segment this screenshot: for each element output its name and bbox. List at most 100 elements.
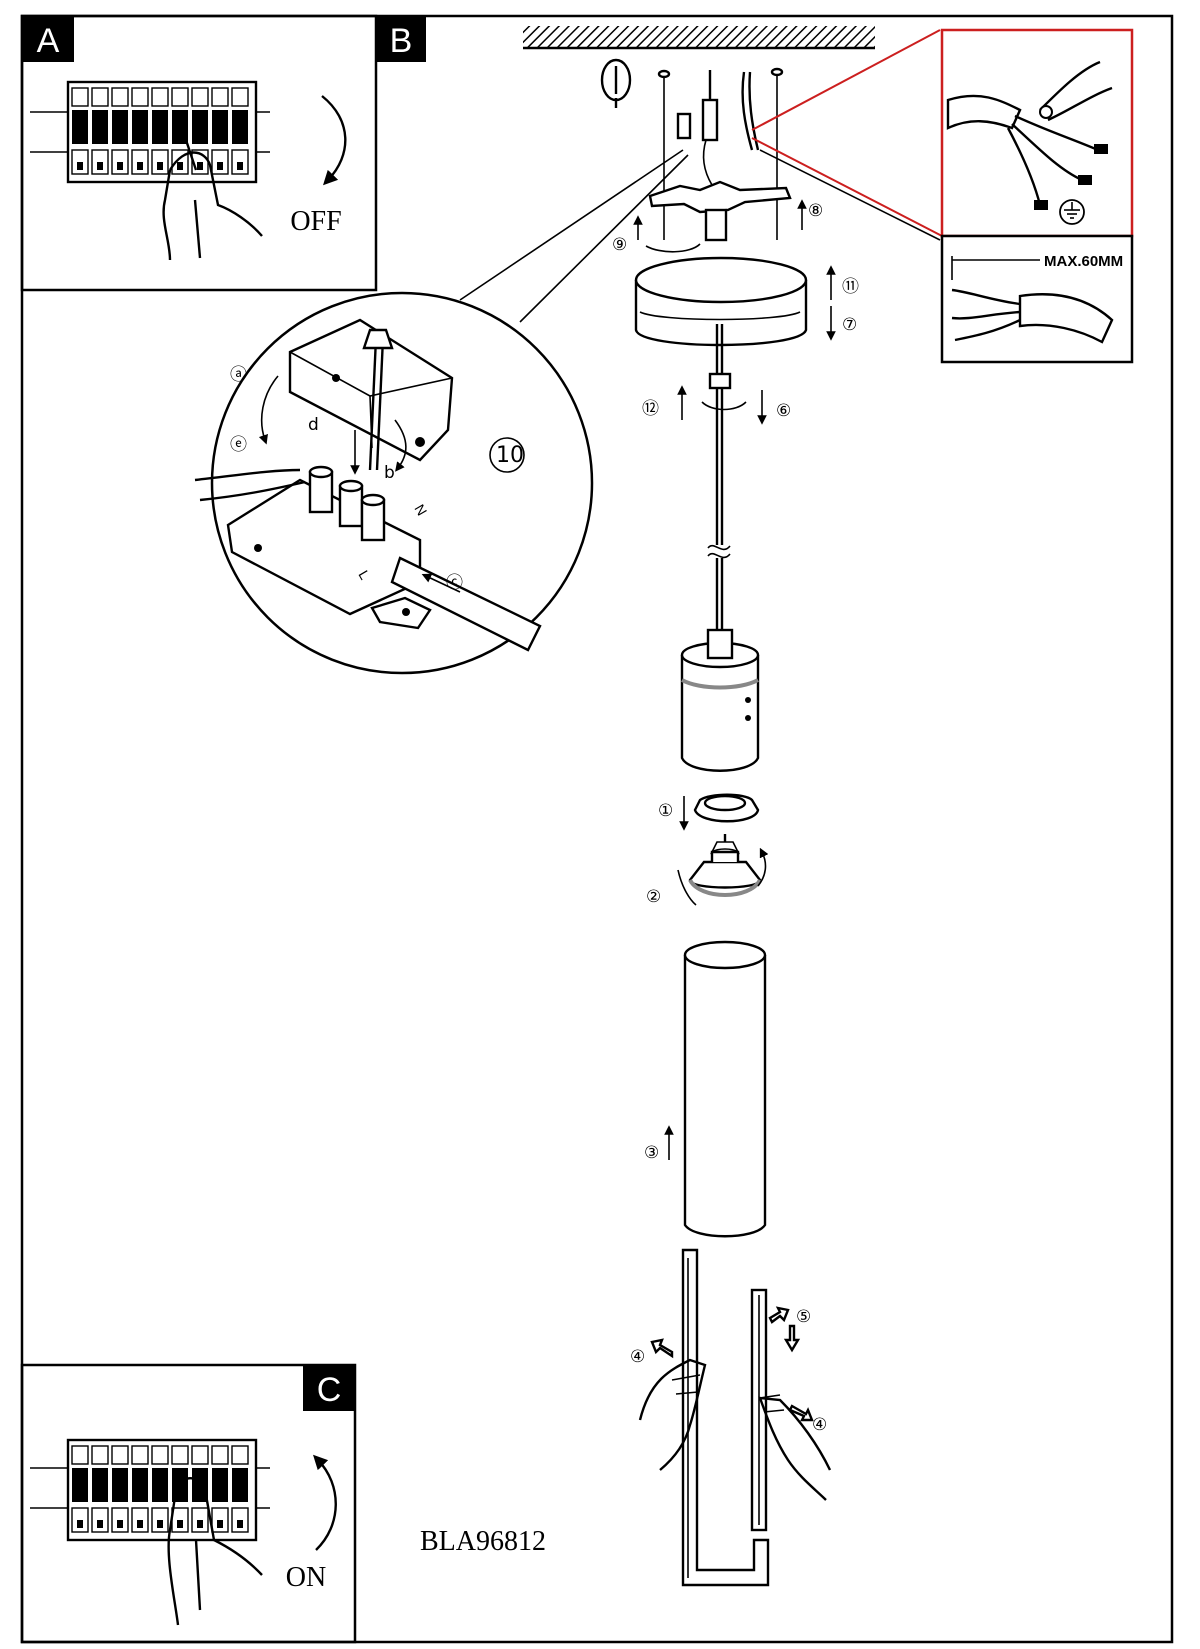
breaker-screw [157,1520,163,1528]
breaker-switch [92,110,108,144]
breaker-terminal-top [191,1445,209,1465]
breaker-terminal-top [91,87,109,107]
breaker-terminal-top [151,87,169,107]
terminal-detail-circle [194,291,594,675]
on-label: ON [286,1562,326,1593]
hand-icon [167,1477,263,1626]
breaker-screw [77,1520,83,1528]
breaker-terminal-top [111,1445,129,1465]
step-1-label: ① [658,801,673,821]
breaker-switch [232,1468,248,1502]
step-2-label: ② [646,887,661,907]
breaker-screw [177,162,183,170]
detail-arrows [258,375,461,593]
on-direction-arrow-icon [313,1454,337,1551]
breaker-screw [77,162,83,170]
breaker-screw [237,162,243,170]
breaker-screw [137,162,143,170]
step-12-label: ⑫ [642,399,659,419]
breaker-terminal-top [151,1445,169,1465]
breaker-terminal-top [131,1445,149,1465]
step-4-right-label: ④ [812,1415,827,1435]
mounting-bracket [648,180,792,242]
pliers-icon [1039,60,1113,122]
breaker-switch [152,1468,168,1502]
breaker-screw [117,162,123,170]
mains-cable [701,70,760,186]
earth-icon [1059,199,1085,225]
panel-c: C ON [20,1363,357,1644]
glass-shade [683,940,767,1238]
step-10-label: 10 [496,443,524,468]
model-code: BLA96812 [420,1526,546,1557]
substep-a-label: ⓐ [230,365,247,385]
hand-left-icon [638,1358,707,1471]
breaker-switch [232,110,248,144]
substep-b-label: b [384,463,395,483]
breaker-terminal-top [231,1445,249,1465]
lamp-body [680,628,760,772]
breaker-panel-icon [30,80,270,184]
breaker-terminal-top [71,87,89,107]
off-direction-arrow-icon [321,95,347,186]
breaker-switch [112,110,128,144]
hand-icon [162,127,263,261]
step-11-label: ⑪ [842,277,859,297]
light-bulb [688,834,762,897]
stripped-wires [946,94,1108,210]
step-3-label: ③ [644,1143,659,1163]
movement-arrows [633,199,836,1422]
breaker-screw [237,1520,243,1528]
hand-right-icon [758,1394,832,1501]
ceiling-screws [657,67,784,240]
breaker-terminal-top [131,87,149,107]
breaker-screw [197,1520,203,1528]
step-4-left-label: ④ [630,1347,645,1367]
step-7-label: ⑦ [842,315,857,335]
panel-a: A OFF [20,14,378,292]
breaker-screw [197,162,203,170]
breaker-screw [157,162,163,170]
panel-b: B [376,16,426,62]
breaker-terminal-top [71,1445,89,1465]
breaker-switch [112,1468,128,1502]
screwdriver-icon [362,328,394,471]
breaker-screw [117,1520,123,1528]
step-5-label: ⑤ [796,1307,811,1327]
breaker-switch [152,110,168,144]
breaker-switch [72,110,88,144]
breaker-switch [212,1468,228,1502]
breaker-terminal-top [211,1445,229,1465]
panel-a-letter: A [37,22,60,60]
decorative-frame [681,1248,770,1587]
breaker-terminal-top [111,87,129,107]
page-frame [20,14,1174,1644]
panel-a-badge [22,16,74,62]
breaker-terminal-top [91,1445,109,1465]
breaker-panel-icon [30,1438,270,1542]
step-9-label: ⑨ [612,235,627,255]
breaker-screw [137,1520,143,1528]
panel-b-badge [376,16,426,62]
lamp-holder-ring [693,793,760,823]
step-8-label: ⑧ [808,201,823,221]
breaker-screw [217,1520,223,1528]
substep-d-label: d [308,415,319,435]
breaker-screw [177,1520,183,1528]
screwdriver-icon [600,58,632,108]
substep-e-label: ⓔ [230,435,247,455]
step-6-label: ⑥ [776,401,791,421]
substep-c-label: ⓒ [446,573,463,593]
panel-b-letter: B [390,22,413,60]
detail-callout-lines [459,149,689,323]
breaker-screw [217,162,223,170]
ceiling-canopy [634,256,808,347]
breaker-switch [192,110,208,144]
breaker-switch [192,1468,208,1502]
breaker-switch [72,1468,88,1502]
wire-strip-detail: MAX.60MM [751,28,1134,364]
breaker-terminal-top [171,87,189,107]
breaker-screw [97,162,103,170]
max-strip-label: MAX.60MM [1044,253,1123,270]
panel-c-letter: C [317,1371,342,1409]
